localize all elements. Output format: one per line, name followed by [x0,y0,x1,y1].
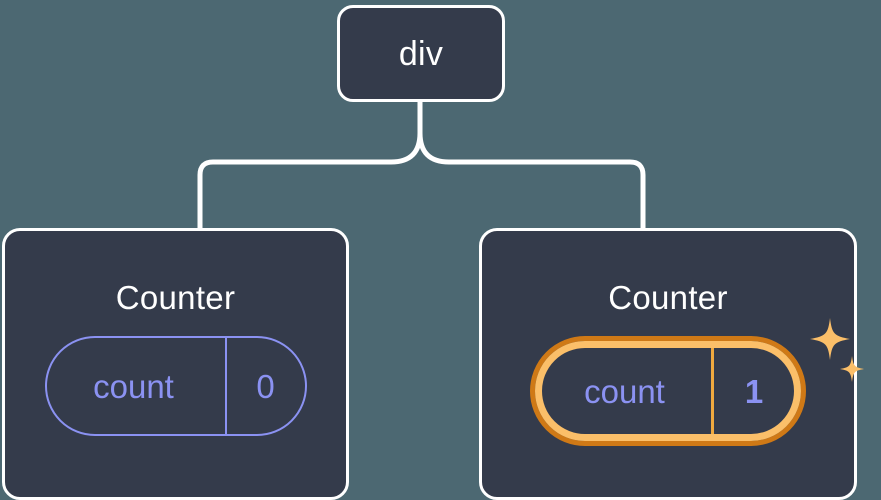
state-pill-right-highlight-ring: count 1 [530,336,806,446]
sparkles-group [810,318,864,382]
state-value-left: 0 [224,338,305,434]
sparkle-large-icon [810,318,850,360]
state-pill-left-wrapper: count 0 [44,336,307,436]
connector-left-branch [197,130,423,231]
state-pill-right[interactable]: count 1 [535,341,801,441]
connector-right-branch [417,99,646,231]
state-value-right: 1 [711,348,794,434]
sparkle-small-icon [840,356,864,382]
node-div[interactable]: div [337,5,505,102]
node-counter-left[interactable]: Counter count 0 [2,228,349,500]
state-key-right: count [584,372,665,410]
state-pill-left[interactable]: count 0 [44,336,307,436]
node-counter-right-label: Counter [608,279,728,316]
node-div-label: div [398,34,444,73]
state-key-left: count [93,367,174,405]
node-counter-left-label: Counter [115,279,236,316]
node-counter-right[interactable]: Counter count 1 [479,228,864,500]
state-pill-right-wrapper: count 1 [530,318,864,446]
